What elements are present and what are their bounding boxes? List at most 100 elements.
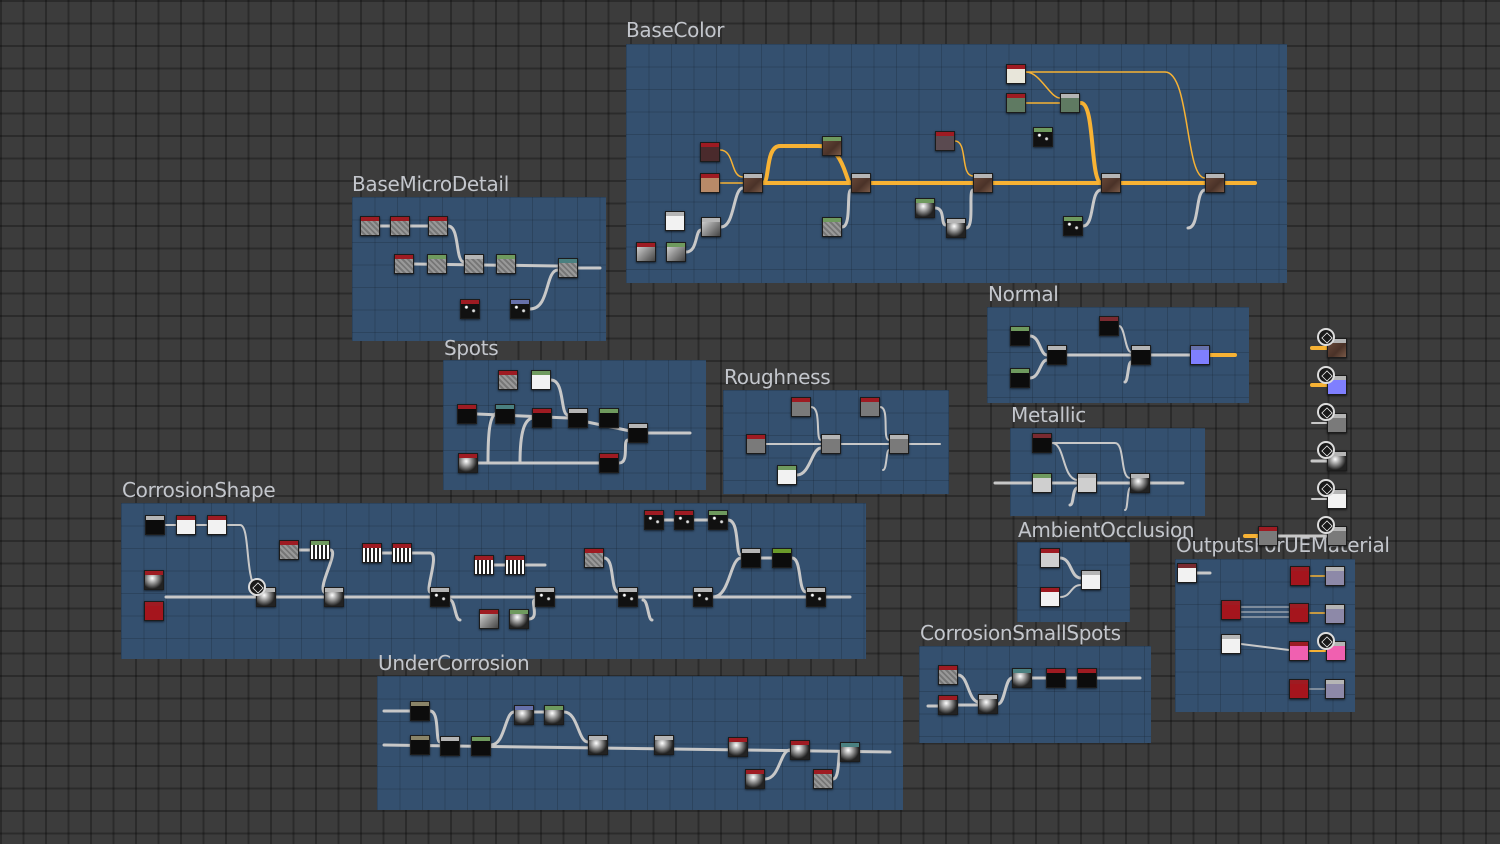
graph-node[interactable]	[889, 434, 909, 454]
graph-node[interactable]	[1190, 345, 1210, 365]
graph-node[interactable]	[1101, 173, 1121, 193]
graph-node[interactable]	[599, 453, 619, 473]
graph-node[interactable]	[471, 736, 491, 756]
graph-node[interactable]	[460, 299, 480, 319]
graph-node[interactable]	[860, 397, 880, 417]
graph-node[interactable]	[514, 705, 534, 725]
graph-node[interactable]	[636, 242, 656, 262]
graph-node[interactable]	[840, 742, 860, 762]
graph-node[interactable]	[1289, 641, 1309, 661]
graph-node[interactable]	[1060, 93, 1080, 113]
graph-node[interactable]	[410, 735, 430, 755]
graph-node[interactable]	[1063, 216, 1083, 236]
graph-node[interactable]	[777, 465, 797, 485]
graph-node[interactable]	[428, 216, 448, 236]
graph-node[interactable]	[496, 254, 516, 274]
output-node-icon[interactable]	[1317, 632, 1335, 650]
graph-node[interactable]	[772, 548, 792, 568]
graph-node[interactable]	[599, 408, 619, 428]
graph-node[interactable]	[946, 218, 966, 238]
graph-node[interactable]	[1177, 563, 1197, 583]
graph-node[interactable]	[1289, 679, 1309, 699]
graph-node[interactable]	[674, 510, 694, 530]
graph-node[interactable]	[390, 216, 410, 236]
graph-node[interactable]	[666, 242, 686, 262]
graph-node[interactable]	[324, 587, 344, 607]
graph-node[interactable]	[479, 609, 499, 629]
graph-node[interactable]	[822, 136, 842, 156]
graph-node[interactable]	[1290, 566, 1310, 586]
graph-node[interactable]	[145, 515, 165, 535]
graph-node[interactable]	[938, 695, 958, 715]
graph-node[interactable]	[746, 434, 766, 454]
graph-node[interactable]	[144, 601, 164, 621]
graph-node[interactable]	[1040, 548, 1060, 568]
graph-node[interactable]	[1325, 679, 1345, 699]
graph-node[interactable]	[938, 665, 958, 685]
graph-node[interactable]	[1131, 345, 1151, 365]
graph-node[interactable]	[851, 173, 871, 193]
graph-node[interactable]	[457, 404, 477, 424]
graph-node[interactable]	[1010, 368, 1030, 388]
output-node-icon[interactable]	[1317, 516, 1335, 534]
graph-node[interactable]	[207, 515, 227, 535]
graph-node[interactable]	[558, 258, 578, 278]
graph-node[interactable]	[1046, 668, 1066, 688]
graph-node[interactable]	[531, 370, 551, 390]
graph-node[interactable]	[628, 423, 648, 443]
graph-node[interactable]	[464, 254, 484, 274]
graph-node[interactable]	[1040, 587, 1060, 607]
graph-node[interactable]	[654, 735, 674, 755]
graph-node[interactable]	[310, 540, 330, 560]
output-node-icon[interactable]	[1317, 441, 1335, 459]
graph-node[interactable]	[1012, 668, 1032, 688]
graph-node[interactable]	[1258, 526, 1278, 546]
graph-node[interactable]	[1006, 93, 1026, 113]
graph-node[interactable]	[741, 548, 761, 568]
graph-node[interactable]	[745, 769, 765, 789]
graph-node[interactable]	[1032, 433, 1052, 453]
graph-node[interactable]	[498, 370, 518, 390]
graph-node[interactable]	[973, 173, 993, 193]
output-node-icon[interactable]	[1317, 328, 1335, 346]
graph-node[interactable]	[1006, 64, 1026, 84]
graph-node[interactable]	[978, 694, 998, 714]
graph-node[interactable]	[1010, 326, 1030, 346]
graph-node[interactable]	[392, 543, 412, 563]
graph-node[interactable]	[821, 434, 841, 454]
graph-node[interactable]	[394, 254, 414, 274]
graph-node[interactable]	[665, 211, 685, 231]
graph-node[interactable]	[806, 587, 826, 607]
graph-node[interactable]	[1077, 668, 1097, 688]
graph-node[interactable]	[362, 543, 382, 563]
frame-ambientocclusion[interactable]	[1017, 542, 1130, 622]
graph-node[interactable]	[1289, 603, 1309, 623]
output-node-icon[interactable]	[1317, 479, 1335, 497]
graph-node[interactable]	[1033, 127, 1053, 147]
graph-node[interactable]	[813, 769, 833, 789]
graph-node[interactable]	[701, 217, 721, 237]
graph-node[interactable]	[584, 548, 604, 568]
graph-node[interactable]	[544, 705, 564, 725]
graph-node[interactable]	[474, 555, 494, 575]
graph-node[interactable]	[144, 570, 164, 590]
graph-node[interactable]	[458, 453, 478, 473]
graph-node[interactable]	[568, 408, 588, 428]
graph-node[interactable]	[1325, 566, 1345, 586]
graph-node[interactable]	[1130, 473, 1150, 493]
graph-node[interactable]	[495, 404, 515, 424]
graph-node[interactable]	[822, 217, 842, 237]
graph-node[interactable]	[505, 555, 525, 575]
graph-node[interactable]	[1221, 600, 1241, 620]
graph-node[interactable]	[588, 735, 608, 755]
graph-node[interactable]	[1047, 345, 1067, 365]
output-node-icon[interactable]	[1317, 403, 1335, 421]
graph-node[interactable]	[791, 397, 811, 417]
graph-node[interactable]	[410, 701, 430, 721]
graph-node[interactable]	[510, 299, 530, 319]
graph-node[interactable]	[1205, 173, 1225, 193]
graph-node[interactable]	[430, 587, 450, 607]
graph-node[interactable]	[618, 587, 638, 607]
graph-node[interactable]	[176, 515, 196, 535]
graph-node[interactable]	[1077, 473, 1097, 493]
